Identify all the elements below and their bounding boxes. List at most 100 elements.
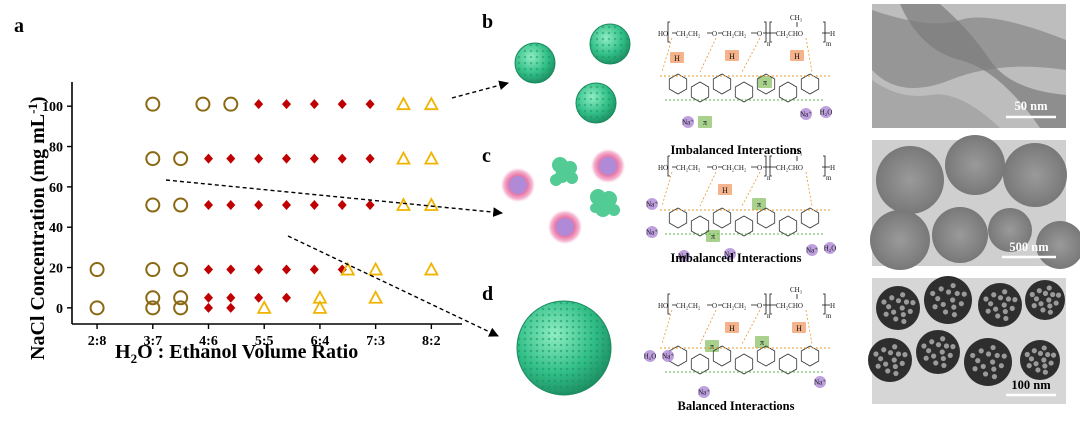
chem-text: CH₂CH₂ [722,302,747,310]
triangle-point [423,261,439,276]
diamond-point [309,200,319,211]
chem-text: HO [658,302,668,310]
nanoparticle-illustration-d [516,300,612,396]
chem-text: O [712,30,717,38]
chem-text: m [826,312,832,320]
arrow-to-d [287,235,499,337]
chem-text: CH₃ [790,148,803,156]
chem-text: π [757,200,761,209]
chem-text: π [710,342,714,351]
chem-text: O [712,302,717,310]
circle-point [173,262,189,278]
x-axis-label: H2O : Ethanol Volume Ratio [115,341,358,366]
chem-text: n [767,40,771,48]
chem-text: H [796,324,802,333]
chem-text: CH₂CH₂ [722,30,747,38]
chem-text: O [757,302,762,310]
chem-text: O [757,30,762,38]
panel-label-c: c [482,145,491,167]
chem-text: m [826,174,832,182]
tem-image-c: 500 nm [870,135,1080,270]
diamond-point [309,264,319,275]
panel-label-d: d [482,283,493,305]
chem-text: Na⁺ [646,201,658,209]
circle-point [173,151,189,167]
scale-bar-b: 50 nm [1015,99,1049,113]
diamond-point [226,153,236,164]
circle-point [145,300,161,316]
chem-text: π [763,78,767,87]
diamond-point [309,153,319,164]
chem-text: Na⁺ [698,389,710,397]
y-tick-label: 0 [56,302,63,317]
nanoparticle-illustration-b [514,23,631,124]
y-tick-label: 80 [49,141,63,156]
circle-point [89,300,105,316]
x-tick-label: 3:7 [143,334,162,349]
diamond-point [226,200,236,211]
triangle-point [256,299,272,314]
chem-text: H [729,324,735,333]
chem-text: H [722,186,728,195]
chem-text: H [674,54,680,63]
chem-text: CH₃ [790,14,803,22]
chem-text: H [830,30,835,38]
diamond-point [337,264,347,275]
diamond-point [337,99,347,110]
data-points [89,96,439,316]
caption-d: Balanced Interactions [677,399,794,413]
x-tick-label: 8:2 [422,334,441,349]
chem-text: O [757,164,762,172]
diamond-point [254,99,264,110]
triangle-point [340,261,356,276]
panel-label-a: a [14,15,24,37]
x-tick-label: 5:5 [255,334,274,349]
x-tick-label: 4:6 [199,334,218,349]
diamond-point [204,153,213,164]
x-tick-label: 6:4 [311,334,330,349]
chem-text: π [711,232,715,241]
diamond-point [254,292,264,303]
circle-point [145,290,161,306]
chem-text: CH₂CH₂ [676,164,701,172]
chem-text: H [729,52,735,61]
circle-point [145,96,161,112]
diamond-point [365,99,375,110]
triangle-point [423,150,439,165]
chem-text: n [767,174,771,182]
diamond-point [365,200,375,211]
circle-point [89,262,105,278]
circle-point [173,300,189,316]
chem-text: π [703,118,707,127]
caption-b: Imbalanced Interactions [671,143,802,157]
diamond-point [309,99,319,110]
chem-text: CH₂CH₂ [676,302,701,310]
circle-point [223,96,239,112]
arrow-to-c [165,179,503,218]
diamond-point [254,200,264,211]
chem-text: H₂O [824,245,837,253]
diamond-point [226,264,236,275]
chem-text: Na⁺ [662,353,674,361]
y-tick-label: 100 [42,100,63,115]
diamond-point [282,153,291,164]
diamond-point [204,264,213,275]
chem-text: CH₂CH₂ [722,164,747,172]
chem-text: Na⁺ [678,253,690,261]
chem-text: Na⁺ [814,379,826,387]
diamond-point [204,200,213,211]
triangle-point [423,96,439,111]
diamond-point [365,153,375,164]
diamond-point [282,292,291,303]
circle-point [173,197,189,213]
diamond-point [282,264,291,275]
tem-image-d: 100 nm [868,276,1066,404]
chem-text: H₂O [644,353,657,361]
diamond-point [282,99,291,110]
chem-text: Na⁺ [806,247,818,255]
diamond-point [282,200,291,211]
chem-text: CH₂CHO [776,302,803,310]
